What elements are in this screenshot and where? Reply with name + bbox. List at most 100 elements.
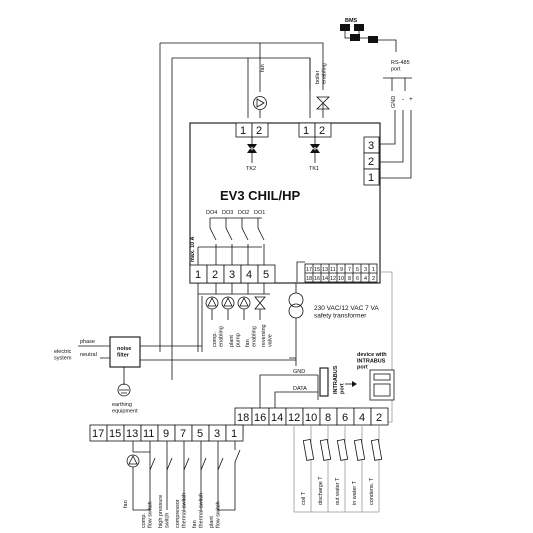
controller: EV3 CHIL/HP 1 2 1 2 TK2 TK1 3 2 1 [189, 122, 381, 284]
mini-terminal: 11 [330, 267, 336, 273]
probe-label: discharge T [318, 476, 324, 505]
relay-load-label: plantpump [229, 333, 241, 347]
intrabus-data-label: DATA [293, 386, 307, 392]
input-terminal-strip: 17 15 13 11 9 7 5 3 1 [89, 424, 244, 442]
noise-filter [109, 336, 141, 368]
probe-terminal-strip: 18 16 14 12 10 8 6 4 2 [196, 407, 389, 434]
mini-terminal: 16 [314, 276, 320, 282]
mini-terminal: 18 [306, 276, 312, 282]
controller-box [189, 122, 381, 284]
probe-icon [336, 438, 349, 461]
probe-icon [319, 438, 332, 461]
probe-label: condens. T [369, 477, 375, 505]
earthing-icon [117, 383, 131, 397]
probes: coil T discharge T out water T in water … [293, 425, 383, 513]
relay-terminal: 3 [229, 269, 235, 281]
tk-right-terminal: 1 [303, 125, 309, 137]
probe-terminal: 2 [376, 412, 382, 424]
input-label: fan [123, 500, 129, 508]
triac-icon [247, 144, 257, 153]
input-terminal: 9 [163, 428, 169, 440]
probe-terminal: 18 [237, 412, 249, 424]
fan-motor-icon [253, 96, 267, 110]
probe-icon [370, 438, 383, 461]
boiler-valve-icon [316, 96, 330, 110]
probe-label: coil T [301, 491, 307, 505]
probe-label: in water T [352, 480, 358, 505]
probe-label: out water T [335, 477, 341, 505]
relay-terminal: 1 [195, 269, 201, 281]
input-terminal: 11 [143, 428, 154, 440]
mini-terminal: 5 [356, 267, 359, 273]
relay-label: DO1 [254, 210, 265, 216]
tk-right-terminal: 2 [319, 125, 325, 137]
rs485-plus-label: + [409, 96, 413, 103]
probe-icon [302, 438, 315, 461]
bms-node-icon [340, 24, 350, 31]
tk-terminals-left: 1 2 [235, 122, 269, 138]
mini-connector: 17 15 13 11 9 7 5 3 1 18 16 14 12 10 8 6… [296, 261, 378, 283]
probe-terminal: 12 [288, 412, 300, 424]
neutral-label: neutral [80, 352, 97, 358]
intrabus-port [319, 367, 329, 397]
rs485-minus-label: - [402, 96, 404, 103]
relay-load-label: reversingvalve [261, 324, 273, 347]
relay-outputs: DO4 DO3 DO2 DO1 max. 10 A [190, 210, 265, 265]
mini-terminal: 4 [364, 276, 367, 282]
tk-terminals-right: 1 2 [298, 122, 332, 138]
relay-terminal: 5 [263, 269, 269, 281]
input-terminal: 15 [109, 428, 121, 440]
relay-loads: comp.enabling plantpump fanenabling reve… [197, 283, 273, 352]
rs485-terminal: 1 [368, 172, 374, 184]
input-terminal: 13 [126, 428, 138, 440]
relay-load-label: comp.enabling [212, 326, 224, 347]
transformer-icon [288, 292, 304, 308]
reversing-valve-icon [254, 296, 266, 310]
mini-terminal: 6 [356, 276, 359, 282]
input-wiring: fan comp.flow switch high pressureswitch… [123, 441, 241, 528]
mini-terminal: 15 [314, 267, 320, 273]
relay-terminal: 2 [212, 269, 218, 281]
input-label: high pressureswitch [158, 495, 170, 528]
tk-left-terminal: 1 [240, 125, 246, 137]
probe-terminal: 8 [325, 412, 331, 424]
tk1-label: TK1 [309, 166, 319, 172]
bms-node-icon [368, 36, 378, 43]
relay-label: DO2 [238, 210, 249, 216]
input-terminal: 1 [231, 428, 237, 440]
probe-terminal: 16 [254, 412, 266, 424]
mini-terminal: 3 [364, 267, 367, 273]
relay-load-label: fanenabling [245, 326, 257, 347]
relay-label: DO4 [206, 210, 217, 216]
input-label: fanthermal switch [192, 493, 204, 528]
probe-icon [353, 438, 366, 461]
intrabus-gnd-label: GND [293, 369, 305, 375]
probe-terminal: 14 [271, 412, 283, 424]
bms-node-icon [354, 24, 364, 31]
rs485-terminal: 2 [368, 156, 374, 168]
probe-terminal: 4 [359, 412, 365, 424]
mini-terminal: 7 [348, 267, 351, 273]
bms-label: BMS [345, 18, 358, 24]
tk2-label: TK2 [246, 166, 256, 172]
fan-label: fan [260, 64, 266, 72]
input-label: comp.flow switch [141, 501, 153, 528]
mini-terminal: 9 [340, 267, 343, 273]
mini-terminal: 1 [372, 267, 375, 273]
probe-terminal: 10 [305, 412, 317, 424]
mini-terminal: 13 [322, 267, 328, 273]
input-label: compressorthermal switch [175, 493, 187, 528]
input-terminal: 5 [197, 428, 203, 440]
mini-terminal: 10 [338, 276, 344, 282]
max-current-label: max. 10 A [190, 236, 196, 262]
triac-icon [310, 144, 320, 153]
